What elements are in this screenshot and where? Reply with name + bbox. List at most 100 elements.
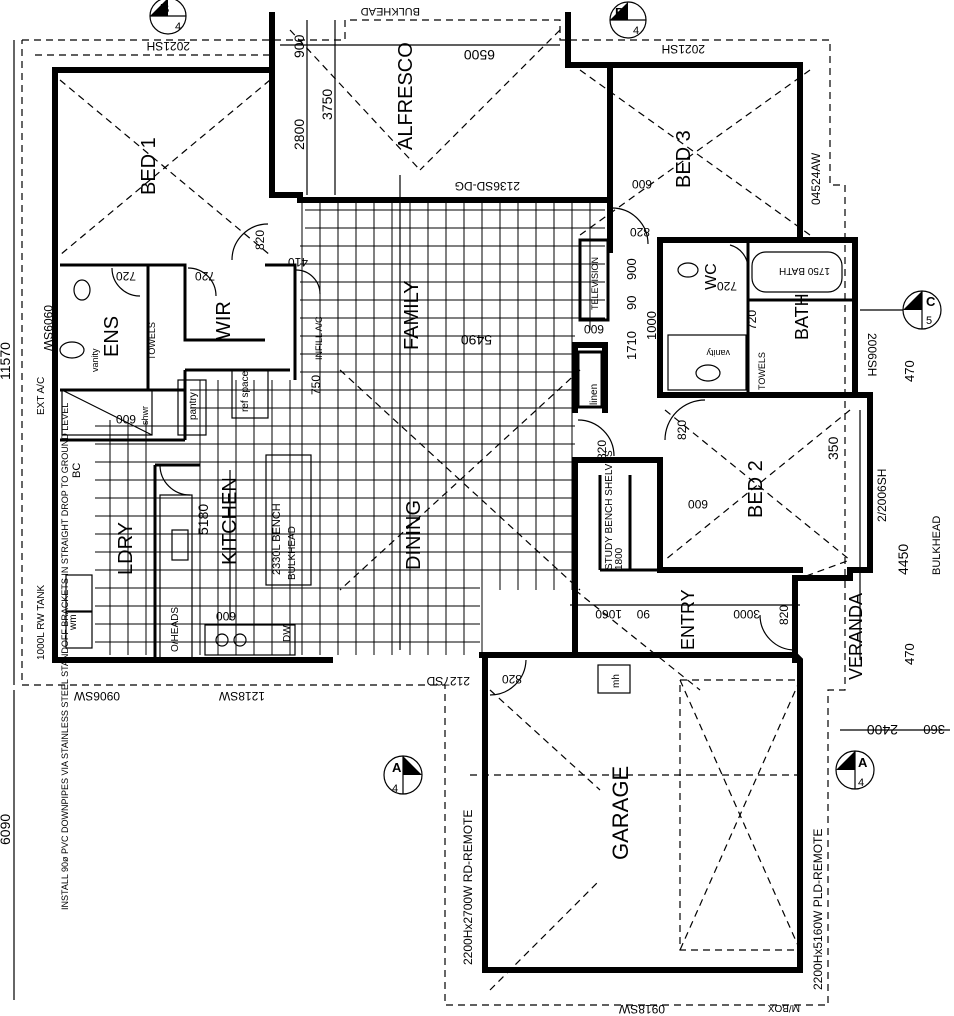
section-number: 4 <box>633 25 639 37</box>
television-label: TELEVISION <box>590 257 600 310</box>
dim-label: 750 <box>309 375 323 395</box>
section-letter: B <box>615 5 624 20</box>
room-bed2: BED 2 <box>745 460 767 518</box>
section-number: 4 <box>858 777 864 789</box>
section-number: 4 <box>175 21 181 33</box>
floor-tiles <box>95 200 605 655</box>
ext-ac-label: EXT A/C <box>36 377 47 415</box>
study-label: STUDY BENCH SHELVES <box>604 450 615 570</box>
dim-label: 6500 <box>464 47 495 63</box>
window-bed3: 2021SH <box>662 42 705 56</box>
room-bed3: BED 3 <box>673 130 695 188</box>
dim-label: 5490 <box>461 332 492 348</box>
room-entry: ENTRY <box>678 589 698 650</box>
walls <box>52 12 873 973</box>
bath-tub-label: 1750 BATH <box>779 265 830 276</box>
room-dining: DINING <box>403 500 425 570</box>
dim-label: 3750 <box>319 89 335 120</box>
dim-label: 900 <box>624 258 639 280</box>
note-line: INSTALL 90ø PVC DOWNPIPES VIA STAINLESS … <box>60 403 70 910</box>
dim-label: 720 <box>116 269 136 283</box>
room-garage: GARAGE <box>608 766 633 860</box>
dim-label: 1800 <box>614 547 625 570</box>
dim-label: 1710 <box>624 331 639 360</box>
dim-label: 720 <box>717 279 737 293</box>
dim-label: 360 <box>923 722 945 737</box>
bulkhead-right-label: BULKHEAD <box>931 516 943 575</box>
dimension-lines <box>13 20 950 1000</box>
bench-label: 2330L BENCH <box>271 503 283 575</box>
dim-label: 11570 <box>0 342 13 380</box>
dim-label: 600 <box>688 497 708 511</box>
dim-label: 470 <box>902 643 917 665</box>
section-marker-a-right: A 4 <box>835 750 875 790</box>
dim-label: 820 <box>777 605 791 625</box>
room-veranda: VERANDA <box>846 593 866 680</box>
dim-label: 720 <box>745 310 759 330</box>
linen-label: linen <box>589 384 600 405</box>
vanity-label-ens: vanity <box>90 348 100 372</box>
dim-label: 350 <box>825 436 841 460</box>
dim-label: 820 <box>630 225 650 239</box>
vanity-label: vanity <box>706 348 730 358</box>
dim-label: 600 <box>116 412 136 426</box>
dimension-labels: 11570 6090 6500 3750 2800 900 5490 5180 … <box>0 34 945 845</box>
dim-label: 600 <box>216 609 236 623</box>
garage-door-left: 2200Hx2700W RD-REMOTE <box>461 810 475 965</box>
door-swings <box>111 207 796 696</box>
door-family: 2136SD-DG <box>455 179 520 193</box>
towels-label-bath: TOWELS <box>757 352 767 390</box>
dim-label: 1060 <box>595 607 622 621</box>
door-dining: 2127SD <box>426 674 470 688</box>
window-bed2: 2/2006SH <box>875 469 889 522</box>
section-letter: B <box>160 1 169 16</box>
garage-door-right: 2200Hx5160W PLD-REMOTE <box>811 829 825 990</box>
downpipe-note: INSTALL 90ø PVC DOWNPIPES VIA STAINLESS … <box>60 403 70 910</box>
dim-label: 900 <box>291 34 307 58</box>
window-laundry: 0906SW <box>73 689 120 703</box>
rw-tank-label: 1000L RW TANK <box>36 584 47 660</box>
annotations: BULKHEAD BULKHEAD 2021SH 2021SH 04524AW … <box>36 5 943 1016</box>
manhole <box>597 664 631 694</box>
broom-cupboard-label: BC <box>71 463 83 478</box>
manhole-label: mh <box>611 674 622 688</box>
overheads-label: O/HEADS <box>170 607 181 652</box>
dim-label: 600 <box>632 177 652 191</box>
window-bed1: 2021SH <box>147 39 190 53</box>
meter-box-label: M/BOX <box>767 1002 800 1013</box>
infill-ac-label: INFILL A/C <box>314 316 324 360</box>
dim-label: 470 <box>902 360 917 382</box>
dim-label: 410 <box>288 255 308 269</box>
section-marker-a-left: A 4 <box>383 755 423 795</box>
room-bath: BATH <box>792 293 812 340</box>
dim-label: 4450 <box>895 544 911 575</box>
room-alfresco: ALFRESCO <box>395 42 417 150</box>
room-wir: WIR <box>213 301 235 340</box>
section-marker-b-top-right: B 4 <box>609 1 647 39</box>
section-marker-c-right: C 5 <box>860 290 942 330</box>
pantry-label: pantry <box>188 392 199 420</box>
section-number: 4 <box>392 783 398 795</box>
section-number: 5 <box>926 315 932 327</box>
dim-label: 2800 <box>291 119 307 150</box>
dim-label: 2400 <box>867 722 898 738</box>
washing-machine-label: wm <box>68 614 79 631</box>
garage-car-space <box>679 679 801 951</box>
ref-space-label: ref space <box>240 370 251 412</box>
shower-label: shwr <box>140 406 150 425</box>
dim-label: 6090 <box>0 814 13 845</box>
window-ens: 0909SW <box>41 305 55 352</box>
bulkhead-top-label: BULKHEAD <box>361 5 420 17</box>
dim-label: 820 <box>502 672 522 686</box>
section-letter: A <box>392 760 402 775</box>
towels-label: TOWELS <box>147 322 157 360</box>
room-family: FAMILY <box>401 280 423 350</box>
roof-outline <box>21 19 851 1006</box>
dim-label: 90 <box>636 607 650 621</box>
room-labels: BED 1 ALFRESCO BED 3 FAMILY ENS WIR KITC… <box>101 42 866 860</box>
room-ldry: LDRY <box>115 522 137 575</box>
bath-fixtures <box>59 251 843 649</box>
dishwasher-label: DW <box>282 625 293 642</box>
window-garage: 0918SW <box>618 1002 665 1016</box>
room-wc: WC <box>703 263 720 290</box>
